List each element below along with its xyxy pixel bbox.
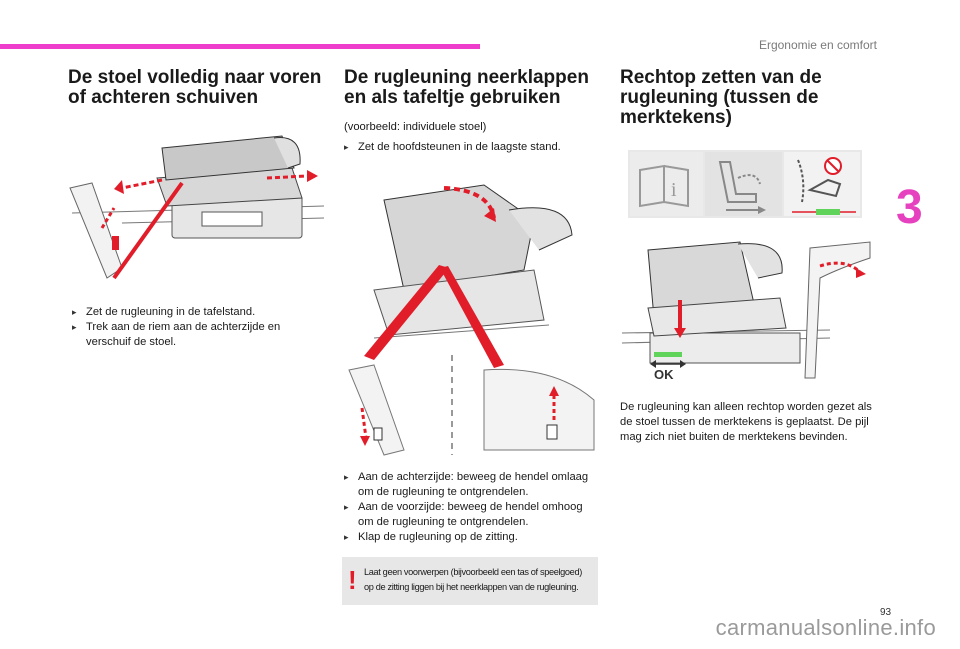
col1-bullet: Trek aan de riem aan de achterzijde en v… — [72, 320, 324, 350]
col3-heading: Rechtop zetten van de rugleuning (tussen… — [620, 67, 822, 128]
chapter-number: 3 — [896, 181, 923, 234]
illustration-seat-slide — [69, 135, 325, 280]
col2-intro: Zet de hoofdsteunen in de laagste stand. — [344, 140, 594, 155]
col2-bullet: Klap de rugleuning op de zitting. — [344, 530, 598, 545]
col2-heading: De rugleuning neerklappen en als tafeltj… — [344, 67, 589, 108]
svg-text:i: i — [671, 179, 677, 201]
col3-body: De rugleuning kan alleen rechtop worden … — [620, 401, 872, 443]
col1-bullet: Zet de rugleuning in de tafelstand. — [72, 305, 324, 320]
illustration-backrest-fold — [348, 184, 595, 456]
col2-bullet-top: Zet de hoofdsteunen in de laagste stand. — [344, 140, 594, 155]
warning-box: ! Laat geen voorwerpen (bijvoorbeeld een… — [342, 557, 598, 605]
col2-bullet: Aan de voorzijde: beweeg de hendel omhoo… — [344, 500, 598, 530]
ok-label: OK — [654, 367, 674, 382]
illustration-seat-upright — [621, 241, 871, 379]
col2-bullet: Aan de achterzijde: beweeg de hendel oml… — [344, 470, 598, 500]
col2-instructions: Aan de achterzijde: beweeg de hendel oml… — [344, 470, 598, 545]
warning-text: Laat geen voorwerpen (bijvoorbeeld een t… — [364, 567, 582, 592]
page-number: 93 — [880, 607, 892, 618]
col2-example: (voorbeeld: individuele stoel) — [344, 121, 487, 133]
illustration-label-icons: i — [628, 150, 862, 218]
col1-instructions: Zet de rugleuning in de tafelstand. Trek… — [72, 305, 324, 350]
col1-heading: De stoel volledig naar voren of achteren… — [68, 67, 322, 108]
header-accent-bar — [0, 44, 480, 49]
watermark: carmanualsonline.info — [715, 615, 936, 640]
warning-icon: ! — [348, 565, 357, 595]
section-title: Ergonomie en comfort — [758, 38, 877, 52]
